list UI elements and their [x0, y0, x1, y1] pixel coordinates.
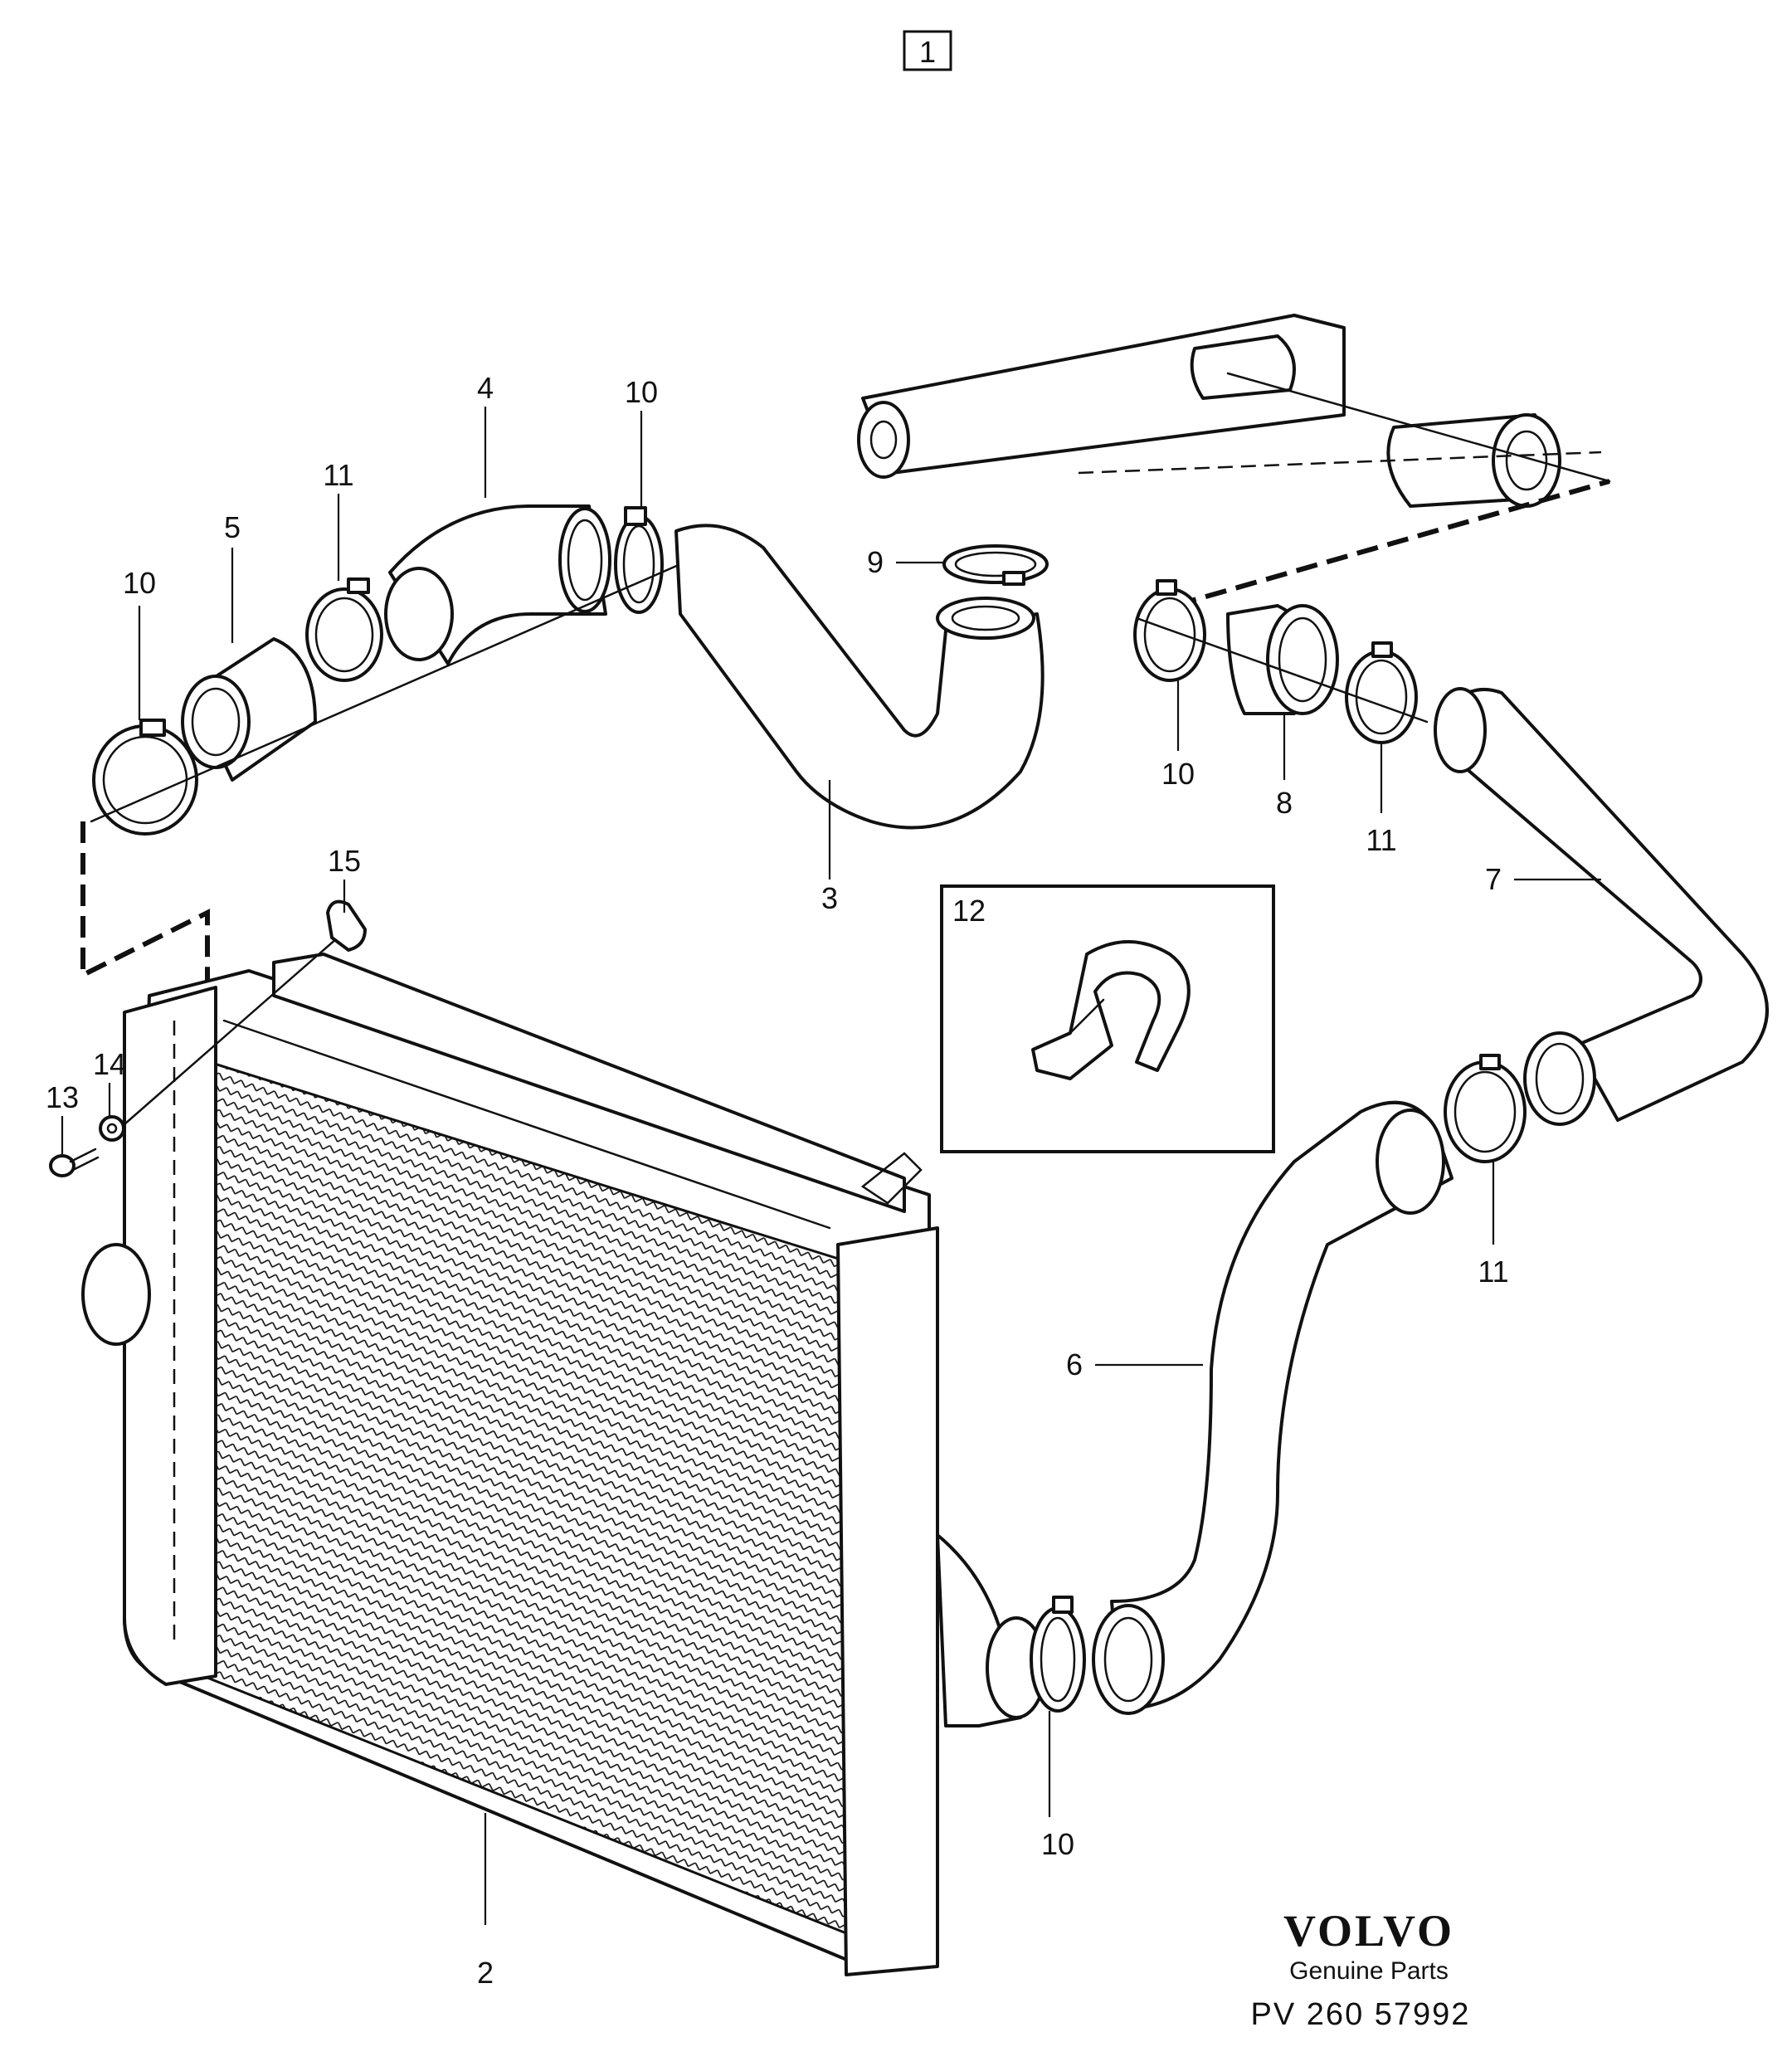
sheet-number-box: 1: [903, 30, 952, 71]
clamp-right-top: [1133, 579, 1206, 682]
bolt: [49, 1148, 100, 1177]
callout-8: 8: [1276, 786, 1293, 820]
bolt-axis-line: [123, 919, 358, 1126]
elbow-hose-4: [384, 504, 611, 665]
brand-tagline: Genuine Parts: [1289, 1957, 1449, 1985]
callout-10-right-bottom: 10: [1041, 1827, 1074, 1861]
hose-7: [1434, 687, 1769, 1126]
clamp-right-upper: [1345, 641, 1418, 744]
callout-11-right-upper: 11: [1366, 823, 1396, 857]
right-chain-axis: [1135, 616, 1429, 724]
clamp-right-bottom: [1030, 1596, 1086, 1713]
callout-6: 6: [1066, 1347, 1083, 1381]
dashed-connection-left: [80, 821, 210, 987]
brand-name: VOLVO: [1283, 1906, 1454, 1956]
callout-10-left-bottom: 10: [123, 566, 156, 600]
coupling-8: [1226, 604, 1339, 715]
callout-4: 4: [477, 371, 494, 405]
clamp-left-bottom: [92, 719, 198, 836]
callout-2: 2: [477, 1956, 494, 1990]
hose-6: [1092, 1100, 1454, 1715]
callout-3: 3: [821, 881, 838, 915]
clamp-left-middle: [305, 577, 383, 682]
callout-5: 5: [224, 510, 241, 544]
bracket-clip-15: [326, 899, 367, 952]
clamp-top-middle: [614, 506, 664, 614]
callout-11-left: 11: [323, 458, 353, 492]
intercooler: [81, 953, 1047, 1976]
hose-coupling-5: [181, 637, 317, 782]
callout-11-right-lower: 11: [1478, 1255, 1508, 1289]
callout-15: 15: [328, 844, 361, 878]
dashed-connection-right: [1144, 479, 1610, 616]
callout-10-right-top: 10: [1161, 757, 1195, 791]
left-chain-axis: [90, 563, 682, 823]
callout-13: 13: [46, 1080, 79, 1114]
sheet-number: 1: [919, 35, 936, 69]
callout-12: 12: [952, 894, 986, 928]
intake-duct: [857, 314, 1611, 508]
branding: VOLVO Genuine Parts PV 260 57992: [1251, 1906, 1471, 2032]
detail-inset-12: [940, 884, 1275, 1153]
callout-14: 14: [93, 1047, 126, 1081]
u-hose-3: [674, 524, 1045, 830]
callout-7: 7: [1485, 862, 1502, 896]
callout-10-top-middle: 10: [625, 375, 658, 409]
drawing-reference: PV 260 57992: [1251, 1997, 1471, 2032]
callout-9: 9: [867, 545, 884, 579]
washer: [99, 1115, 125, 1142]
clamp-9: [942, 544, 1049, 586]
leader-lines: [61, 407, 1601, 1925]
clamp-right-lower: [1444, 1054, 1527, 1163]
